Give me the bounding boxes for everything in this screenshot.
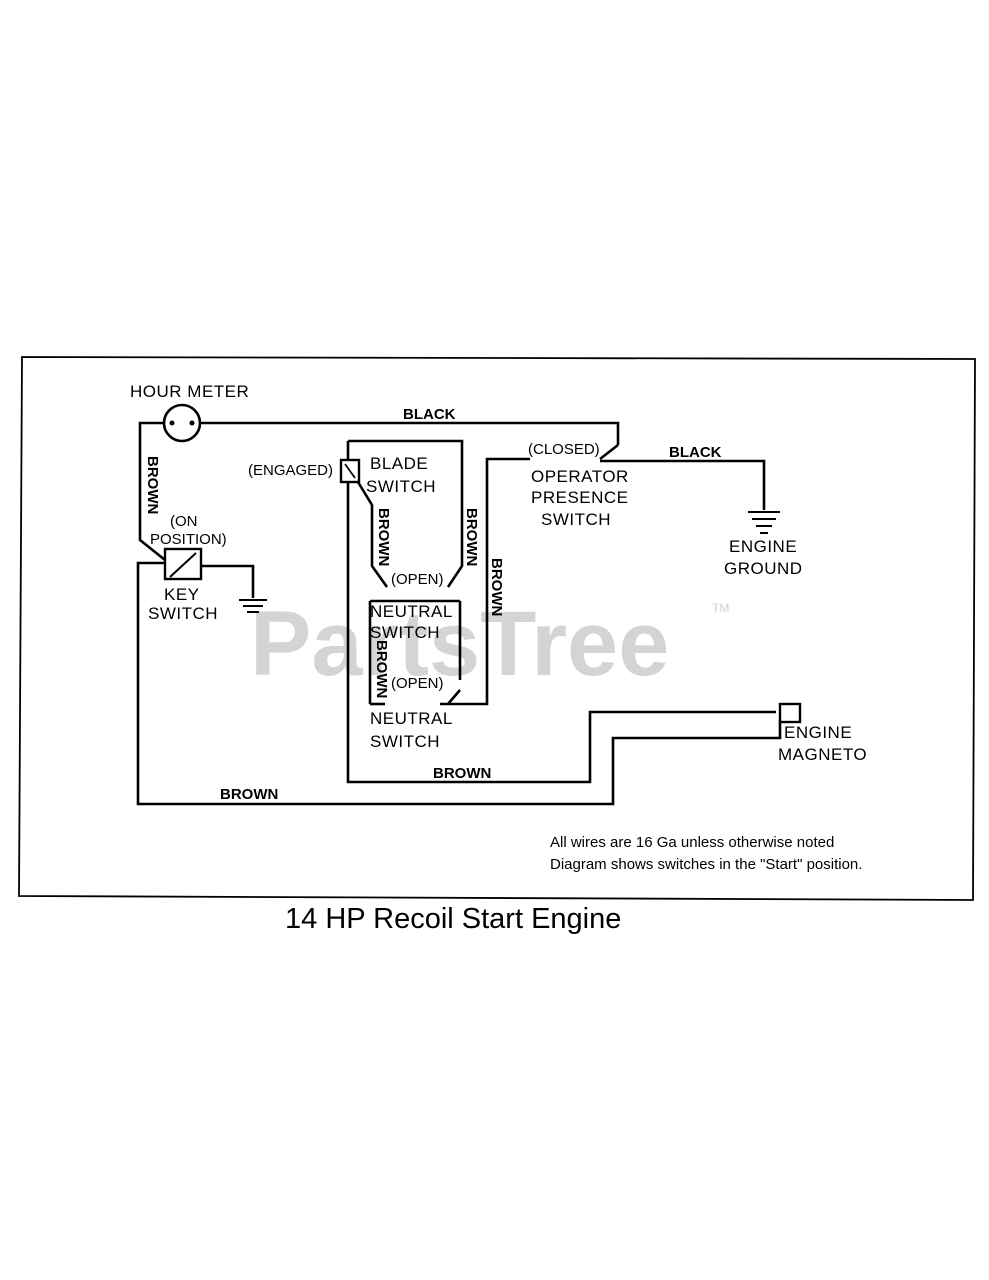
key-switch-label-2: SWITCH [148, 604, 218, 623]
key-switch-icon [163, 547, 203, 581]
wire-label-brown-left: BROWN [144, 456, 161, 514]
key-switch-state-2: POSITION) [150, 531, 227, 548]
wire-black-ground [600, 459, 766, 510]
neutral-switch-2-label-1: NEUTRAL [370, 709, 453, 728]
blade-switch-label-2: SWITCH [366, 477, 436, 496]
operator-switch-label-2: PRESENCE [531, 488, 629, 507]
wire-brown-left [138, 421, 166, 562]
engine-magneto-label-1: ENGINE [784, 723, 852, 742]
wire-black-top [200, 421, 620, 445]
operator-switch-label-1: OPERATOR [531, 467, 629, 486]
engine-magneto-label-2: MAGNETO [778, 745, 867, 764]
wire-brown-bottom-inner [346, 441, 776, 784]
hour-meter-terminal [189, 420, 195, 426]
neutral-switch-1-state: (OPEN) [391, 571, 444, 588]
wire-label-brown-blade-right: BROWN [463, 508, 480, 566]
engine-ground-label-2: GROUND [724, 559, 803, 578]
wire-blade-right [348, 439, 464, 588]
trademark-mark: TM [712, 601, 729, 615]
operator-switch-blade [599, 443, 619, 461]
neutral-switch-2-label-2: SWITCH [370, 732, 440, 751]
engine-magneto-icon [778, 702, 802, 724]
operator-switch-label-3: SWITCH [541, 510, 611, 529]
blade-switch-label-1: BLADE [370, 454, 428, 473]
wire-label-black-top: BLACK [403, 406, 456, 423]
key-switch-label-1: KEY [164, 585, 200, 604]
wire-brown-bottom-outer [136, 561, 782, 806]
wire-label-brown-bottom-inner: BROWN [433, 765, 491, 782]
hour-meter-label: HOUR METER [130, 382, 249, 401]
wire-label-brown-neutral-inner: BROWN [373, 640, 390, 698]
wire-neutral2-blade [447, 689, 461, 705]
operator-switch-state: (CLOSED) [528, 441, 600, 458]
engine-ground-label-1: ENGINE [729, 537, 797, 556]
wire-label-brown-long: BROWN [488, 558, 505, 616]
neutral-switch-1-label-1: NEUTRAL [370, 602, 453, 621]
diagram-frame [18, 356, 976, 901]
wire-label-brown-bottom-outer: BROWN [220, 786, 278, 803]
wire-label-black-ground: BLACK [669, 444, 722, 461]
blade-switch-contact [344, 463, 356, 479]
key-switch-state-1: (ON [170, 513, 198, 530]
note-line-2: Diagram shows switches in the "Start" po… [550, 856, 862, 873]
note-line-1: All wires are 16 Ga unless otherwise not… [550, 834, 834, 851]
hour-meter-terminal [169, 420, 175, 426]
wire-label-brown-blade-diag: BROWN [375, 508, 392, 566]
wire-brown-long [440, 457, 530, 706]
key-switch-contact [169, 552, 197, 578]
blade-switch-state: (ENGAGED) [248, 462, 333, 479]
wire-blade-diag [356, 481, 389, 588]
neutral-switch-2-state: (OPEN) [391, 675, 444, 692]
wire-key-ground [200, 564, 255, 598]
engine-ground-icon [748, 511, 780, 534]
key-switch-ground-icon [239, 599, 267, 613]
hour-meter-icon [162, 403, 202, 443]
diagram-caption: 14 HP Recoil Start Engine [285, 903, 621, 935]
neutral-switch-1-label-2: SWITCH [370, 623, 440, 642]
